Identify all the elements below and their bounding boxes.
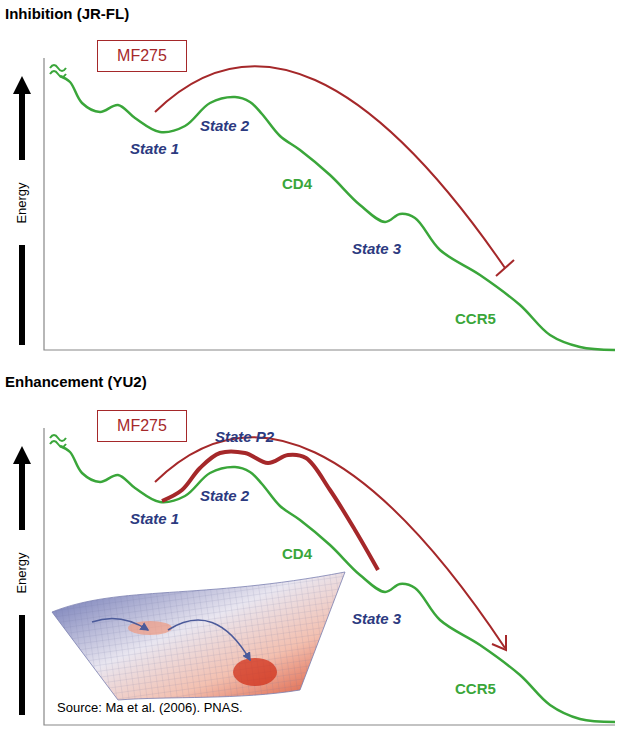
box-text: MF275 bbox=[98, 417, 186, 435]
enhancement-arc bbox=[155, 437, 505, 648]
state-label: State 3 bbox=[352, 610, 401, 627]
receptor-label: CCR5 bbox=[455, 680, 496, 697]
receptor-label: CCR5 bbox=[455, 310, 496, 327]
inhibition-tick bbox=[496, 260, 514, 276]
state-label: State P2 bbox=[215, 428, 274, 445]
landscape-surface bbox=[52, 572, 345, 700]
inhibition-arc bbox=[155, 66, 505, 268]
receptor-label: CD4 bbox=[282, 175, 312, 192]
state-label: State 3 bbox=[352, 240, 401, 257]
inhibitor-box: MF275 bbox=[97, 40, 187, 72]
state-label: State 1 bbox=[130, 510, 179, 527]
energy-arrow bbox=[13, 76, 31, 715]
inhibitor-box: MF275 bbox=[97, 410, 187, 442]
axis-label: Energy bbox=[15, 552, 30, 593]
panel-title: Inhibition (JR-FL) bbox=[5, 5, 129, 22]
state-label: State 2 bbox=[200, 117, 249, 134]
energy-curve bbox=[60, 76, 615, 350]
axis-label: Energy bbox=[15, 182, 30, 223]
arrow-head bbox=[492, 635, 506, 650]
source-note: Source: Ma et al. (2006). PNAS. bbox=[55, 701, 249, 716]
state-label: State 1 bbox=[130, 140, 179, 157]
axis bbox=[44, 58, 615, 725]
receptor-label: CD4 bbox=[282, 545, 312, 562]
panel-title: Enhancement (YU2) bbox=[5, 373, 147, 390]
state-label: State 2 bbox=[200, 487, 249, 504]
box-text: MF275 bbox=[98, 47, 186, 65]
energy-curve bbox=[60, 446, 615, 722]
